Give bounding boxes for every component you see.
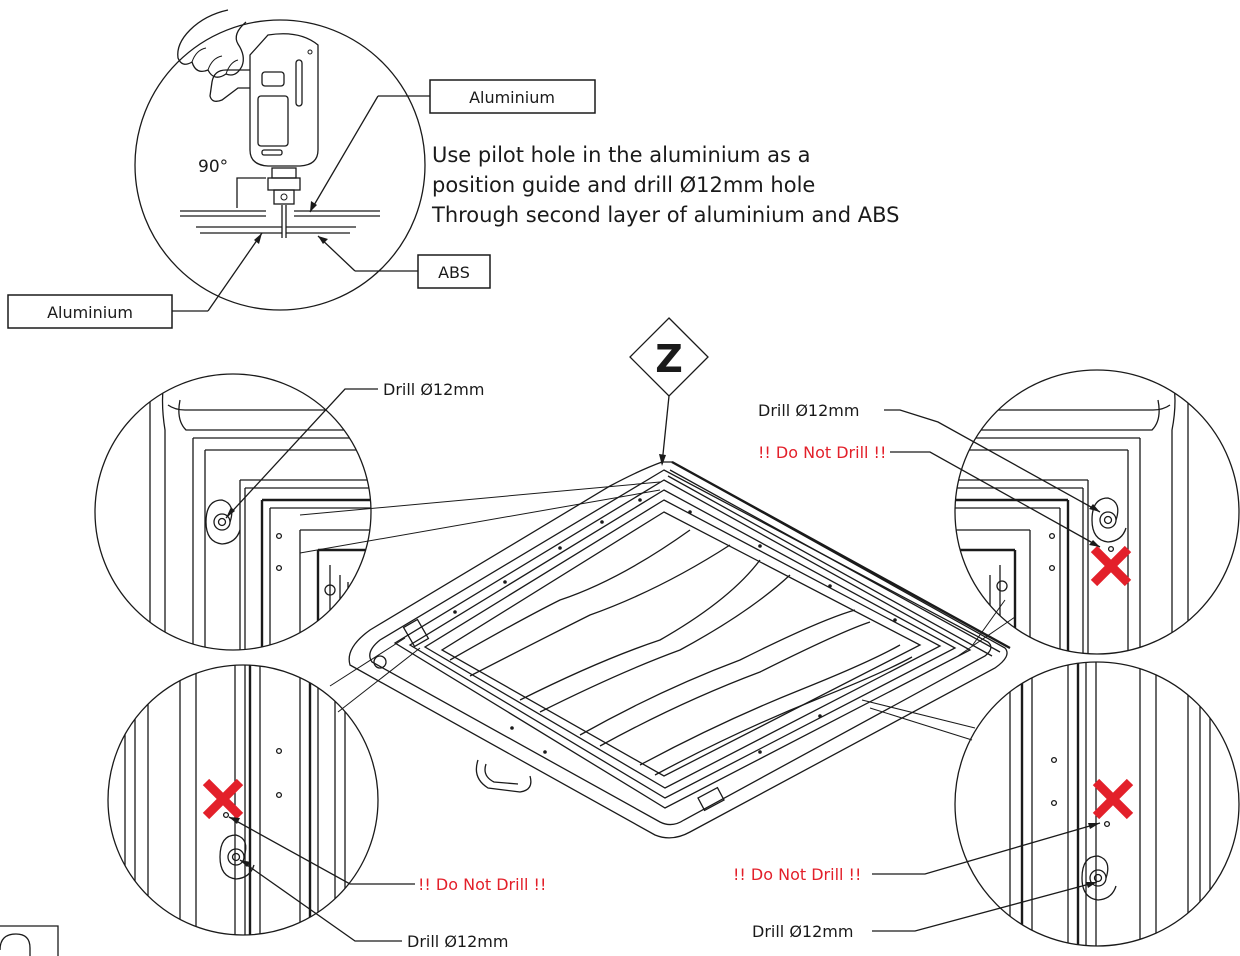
view-marker-label: Z [655, 337, 683, 381]
drill-detail-circle: 90° [134, 9, 426, 311]
roof-frame [348, 460, 1011, 839]
detail-circle-bottom-right: !! Do Not Drill !! Drill Ø12mm [733, 661, 1240, 947]
instruction-line-1: Use pilot hole in the aluminium as a [432, 143, 810, 167]
callout-lines [299, 481, 1016, 741]
drill-label-bottom-right: Drill Ø12mm [752, 922, 853, 941]
cross-mark-icon [202, 778, 244, 820]
step-number-box [0, 925, 59, 956]
svg-text:ABS: ABS [438, 263, 470, 282]
drill-icon [209, 33, 319, 205]
drill-hole-icon [1081, 855, 1117, 901]
drill-label-bottom-left: Drill Ø12mm [407, 932, 508, 951]
aluminium-left-label: Aluminium [7, 232, 263, 329]
svg-text:Aluminium: Aluminium [469, 88, 555, 107]
abs-label: ABS [317, 235, 491, 289]
drill-hole-icon [1091, 497, 1127, 543]
do-not-drill-label-bottom-left: !! Do Not Drill !! [418, 875, 546, 894]
do-not-drill-label-bottom-right: !! Do Not Drill !! [733, 865, 861, 884]
drill-label-top-left: Drill Ø12mm [383, 380, 484, 399]
instruction-text: Use pilot hole in the aluminium as a pos… [431, 143, 899, 227]
hand-icon [177, 9, 247, 78]
instruction-line-3: Through second layer of aluminium and AB… [431, 203, 899, 227]
do-not-drill-label-top-right: !! Do Not Drill !! [758, 443, 886, 462]
angle-label: 90° [198, 157, 228, 177]
detail-circle-top-left: Drill Ø12mm [94, 373, 484, 651]
view-marker-diamond: Z [629, 317, 709, 466]
drill-hole-icon [205, 499, 241, 545]
detail-circle-top-right: Drill Ø12mm !! Do Not Drill !! [758, 369, 1240, 655]
drill-hole-icon [219, 834, 255, 880]
detail-circle-bottom-left: !! Do Not Drill !! Drill Ø12mm [107, 664, 546, 951]
instruction-line-2: position guide and drill Ø12mm hole [432, 173, 815, 197]
svg-text:Aluminium: Aluminium [47, 303, 133, 322]
drill-label-top-right: Drill Ø12mm [758, 401, 859, 420]
aluminium-top-label: Aluminium [309, 79, 596, 213]
cross-mark-icon [1090, 545, 1132, 587]
cross-mark-icon [1092, 778, 1134, 820]
